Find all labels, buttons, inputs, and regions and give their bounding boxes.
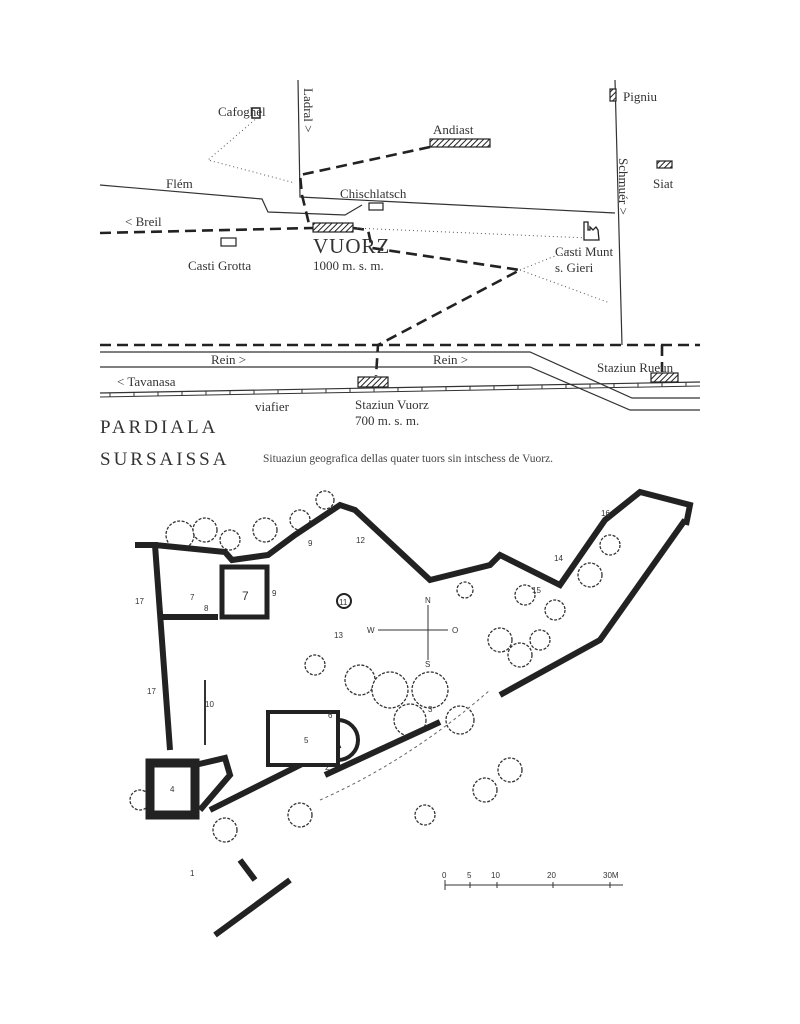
north-wall (154, 488, 694, 589)
label-vuorz: VUORZ (313, 234, 390, 258)
svg-text:7: 7 (190, 593, 195, 602)
compass-rose: N S W O (367, 596, 458, 669)
svg-text:17: 17 (135, 597, 144, 606)
east-wall (498, 518, 688, 698)
village-icon-vuorz (312, 222, 354, 233)
castle-icon-casti-grotta (220, 237, 237, 247)
svg-text:8: 8 (204, 604, 209, 613)
castle-icon-chischlatsch (368, 202, 384, 211)
chapel-apse (337, 718, 360, 762)
railway (99, 381, 701, 398)
svg-text:S: S (425, 660, 430, 669)
trail-s-gieri (519, 249, 611, 304)
label-siat: Siat (653, 176, 674, 191)
svg-text:30M: 30M (603, 871, 619, 880)
label-cafoghel: Cafoghel (218, 104, 266, 119)
marker-11 (336, 593, 352, 609)
svg-text:9: 9 (272, 589, 277, 598)
road-ladral (297, 79, 616, 214)
heading-sursaissa: SURSAISSA (100, 449, 229, 470)
svg-text:4: 4 (170, 785, 175, 794)
label-rein-1: Rein > (211, 352, 246, 367)
castle-plan: 17 17 7 7 8 9 9 12 11 13 15 14 16 10 4 5… (129, 488, 694, 938)
road-flem (99, 184, 363, 216)
label-staziun-vuorz: Staziun Vuorz (355, 397, 429, 412)
svg-text:5: 5 (304, 736, 309, 745)
label-ladral: Ladral > (301, 88, 316, 133)
chapel-5 (266, 710, 340, 767)
label-viafier: viafier (255, 399, 290, 414)
location-map: Cafoghel Ladral > Pigniu Andiast Schmuér… (99, 79, 701, 428)
svg-text:13: 13 (334, 631, 343, 640)
village-icon-andiast (429, 138, 491, 148)
svg-text:6: 6 (328, 711, 333, 720)
plan-numbers: 17 17 7 7 8 9 9 12 11 13 15 14 16 10 4 5… (135, 509, 610, 878)
vegetation (129, 490, 621, 843)
path-breil (99, 226, 314, 235)
svg-text:3: 3 (428, 705, 433, 714)
svg-text:10: 10 (491, 871, 500, 880)
access-path (319, 689, 491, 801)
svg-text:5: 5 (467, 871, 472, 880)
svg-text:16: 16 (601, 509, 610, 518)
label-vuorz-altitude: 1000 m. s. m. (313, 258, 384, 273)
label-casti-munt: Casti Munt (555, 244, 614, 259)
scale-bar: 0 5 10 20 30M (442, 871, 623, 890)
entrance-wall (213, 858, 292, 938)
svg-text:15: 15 (532, 586, 541, 595)
tower-7 (219, 564, 270, 620)
tower-icon-cafoghel (251, 107, 261, 119)
station-icon-rueun (650, 372, 679, 383)
label-flem: Flém (166, 176, 193, 191)
river-bank-north (100, 351, 700, 399)
village-icon-siat (656, 160, 673, 169)
station-icon-vuorz (357, 376, 389, 388)
label-pigniu: Pigniu (623, 89, 657, 104)
svg-text:14: 14 (554, 554, 563, 563)
svg-text:0: 0 (442, 871, 447, 880)
path-andiast (298, 145, 431, 229)
road-schmuer (614, 79, 623, 346)
svg-text:12: 12 (356, 536, 365, 545)
path-staziun (352, 226, 525, 377)
label-schmuer: Schmuér > (616, 158, 631, 215)
svg-text:9: 9 (308, 539, 313, 548)
figure-caption: Situaziun geografica dellas quater tuors… (263, 453, 553, 465)
svg-text:17: 17 (147, 687, 156, 696)
tower-4 (145, 758, 200, 820)
svg-text:O: O (452, 626, 458, 635)
svg-text:W: W (367, 626, 375, 635)
label-andiast: Andiast (433, 122, 474, 137)
svg-text:11: 11 (339, 598, 348, 607)
label-tavanasa: < Tavanasa (117, 374, 176, 389)
label-staziun-vuorz-altitude: 700 m. s. m. (355, 413, 419, 428)
svg-text:1: 1 (190, 869, 195, 878)
svg-text:10: 10 (205, 700, 214, 709)
svg-text:7: 7 (242, 589, 249, 603)
svg-text:N: N (425, 596, 431, 605)
west-wall (135, 542, 173, 751)
svg-text:2: 2 (325, 763, 330, 772)
label-staziun-rueun: Staziun Rueun (597, 360, 674, 375)
trail-cafoghel (206, 116, 296, 184)
heading-pardiala: PARDIALA (100, 417, 218, 438)
label-rein-2: Rein > (433, 352, 468, 367)
label-casti-grotta: Casti Grotta (188, 258, 251, 273)
trail-casti-munt (352, 227, 589, 239)
castle-icon-casti-munt (583, 221, 600, 241)
label-s-gieri: s. Gieri (555, 260, 594, 275)
label-breil: < Breil (125, 214, 162, 229)
label-chischlatsch: Chischlatsch (340, 186, 407, 201)
svg-text:20: 20 (547, 871, 556, 880)
village-icon-pigniu (609, 88, 617, 102)
